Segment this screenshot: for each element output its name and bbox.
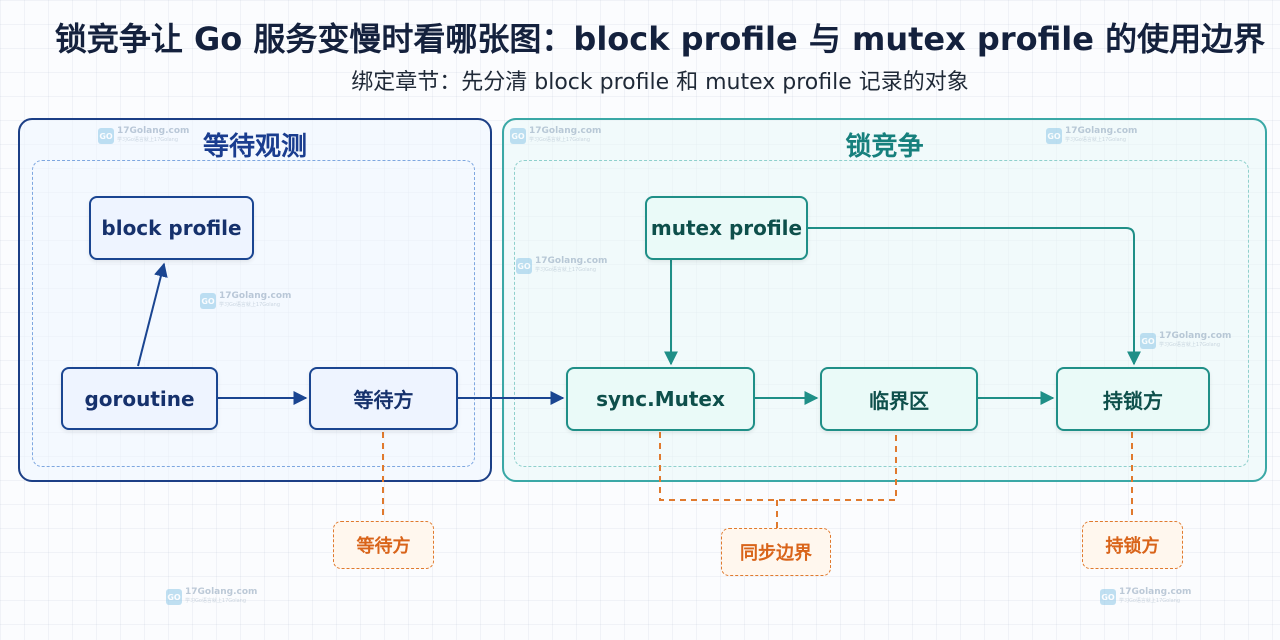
watermark-tagline: 学习Go语言就上17Golang <box>535 267 597 273</box>
watermark-logo-icon: GO <box>510 128 526 144</box>
watermark-logo-icon: GO <box>1140 333 1156 349</box>
watermark-site: 17Golang.com <box>1119 587 1192 597</box>
watermark-site: 17Golang.com <box>185 587 258 597</box>
waiter-node: 等待方 <box>309 367 458 430</box>
watermark-logo-icon: GO <box>1100 589 1116 605</box>
mutex-profile-node: mutex profile <box>645 196 808 260</box>
page-subtitle: 绑定章节：先分清 block profile 和 mutex profile 记… <box>351 70 969 95</box>
sync-boundary-annotation: 同步边界 <box>721 528 831 576</box>
arrow-mutex-profile-to-holder <box>808 227 1141 366</box>
goroutine-node: goroutine <box>61 367 218 430</box>
watermark-site: 17Golang.com <box>535 256 608 266</box>
wait-observation-title: 等待观测 <box>202 132 307 162</box>
watermark-site: 17Golang.com <box>219 291 292 301</box>
holder-annotation: 持锁方 <box>1082 521 1183 569</box>
critical-section-node: 临界区 <box>820 367 978 431</box>
watermark-tagline: 学习Go语言就上17Golang <box>117 137 179 143</box>
watermark-logo-icon: GO <box>200 293 216 309</box>
lock-contention-title: 锁竞争 <box>845 132 924 162</box>
holder-node: 持锁方 <box>1056 367 1210 431</box>
wait-observation-inner-frame <box>32 160 475 467</box>
watermark-tagline: 学习Go语言就上17Golang <box>529 137 591 143</box>
page-title: 锁竞争让 Go 服务变慢时看哪张图：block profile 与 mutex … <box>54 20 1266 58</box>
watermark-tagline: 学习Go语言就上17Golang <box>1065 137 1127 143</box>
watermark-tagline: 学习Go语言就上17Golang <box>185 598 247 604</box>
watermark-tagline: 学习Go语言就上17Golang <box>1119 598 1181 604</box>
watermark-site: 17Golang.com <box>1065 126 1138 136</box>
arrow-goroutine-to-block-profile <box>137 262 168 367</box>
lock-contention-inner-frame <box>514 160 1249 467</box>
watermark-site: 17Golang.com <box>529 126 602 136</box>
sync-mutex-node: sync.Mutex <box>566 367 755 431</box>
watermark-tagline: 学习Go语言就上17Golang <box>1159 342 1221 348</box>
watermark-logo-icon: GO <box>98 128 114 144</box>
watermark-tagline: 学习Go语言就上17Golang <box>219 302 281 308</box>
block-profile-node: block profile <box>89 196 254 260</box>
watermark-site: 17Golang.com <box>117 126 190 136</box>
waiter-annotation: 等待方 <box>333 521 434 569</box>
watermark-logo-icon: GO <box>166 589 182 605</box>
watermark-logo-icon: GO <box>1046 128 1062 144</box>
dashed-sync-boundary-bracket <box>659 432 897 528</box>
watermark-logo-icon: GO <box>516 258 532 274</box>
watermark-site: 17Golang.com <box>1159 331 1232 341</box>
